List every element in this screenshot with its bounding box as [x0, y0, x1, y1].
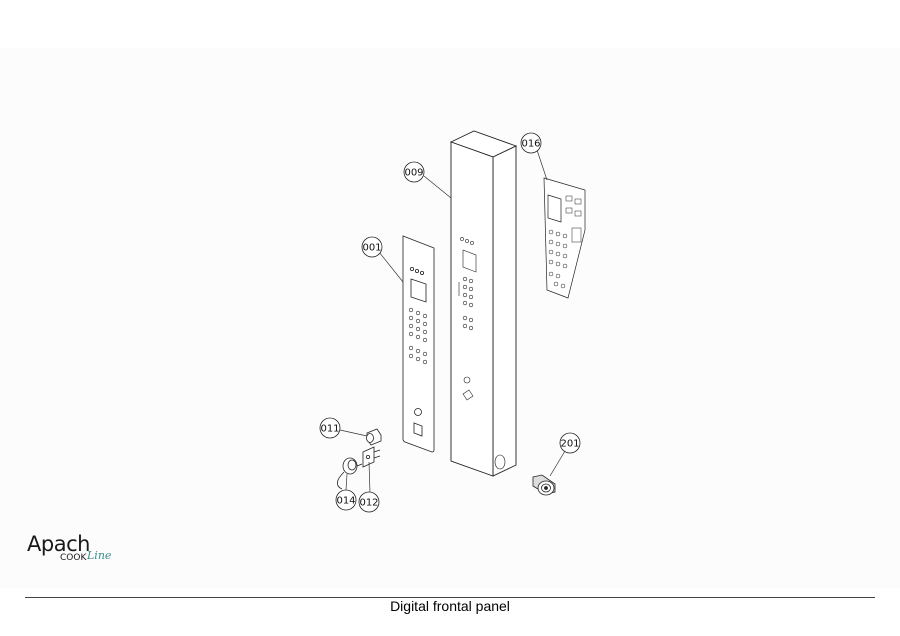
brand-line-script: Line	[87, 549, 112, 562]
callout-001: 001	[361, 236, 383, 258]
callout-011-label: 011	[320, 424, 339, 435]
small-fitting	[366, 428, 382, 446]
brand-name: Apach	[27, 532, 90, 556]
callout-014-label: 014	[336, 496, 355, 507]
brand-line: COOK	[60, 553, 87, 563]
housing-column	[449, 130, 518, 477]
callout-009-label: 009	[404, 168, 423, 179]
callout-201: 201	[559, 432, 581, 454]
callout-001-label: 001	[362, 243, 381, 254]
front-cover-plate	[402, 235, 435, 453]
callout-201-label: 201	[560, 439, 579, 450]
figure-caption: Digital frontal panel	[390, 598, 510, 614]
buzzer-component	[336, 457, 363, 490]
callout-014: 014	[335, 489, 357, 511]
callout-012: 012	[358, 491, 380, 513]
leader-lines	[339, 149, 566, 494]
callout-016: 016	[520, 132, 542, 154]
drawing-area	[0, 48, 900, 588]
connector-knob	[532, 474, 556, 496]
callout-012-label: 012	[359, 498, 378, 509]
housing-details	[458, 237, 506, 470]
callout-009: 009	[403, 161, 425, 183]
footer-rule	[25, 597, 875, 598]
control-pcb	[543, 177, 586, 299]
callout-011: 011	[319, 417, 341, 439]
callout-016-label: 016	[521, 139, 540, 150]
bracket	[362, 446, 381, 468]
